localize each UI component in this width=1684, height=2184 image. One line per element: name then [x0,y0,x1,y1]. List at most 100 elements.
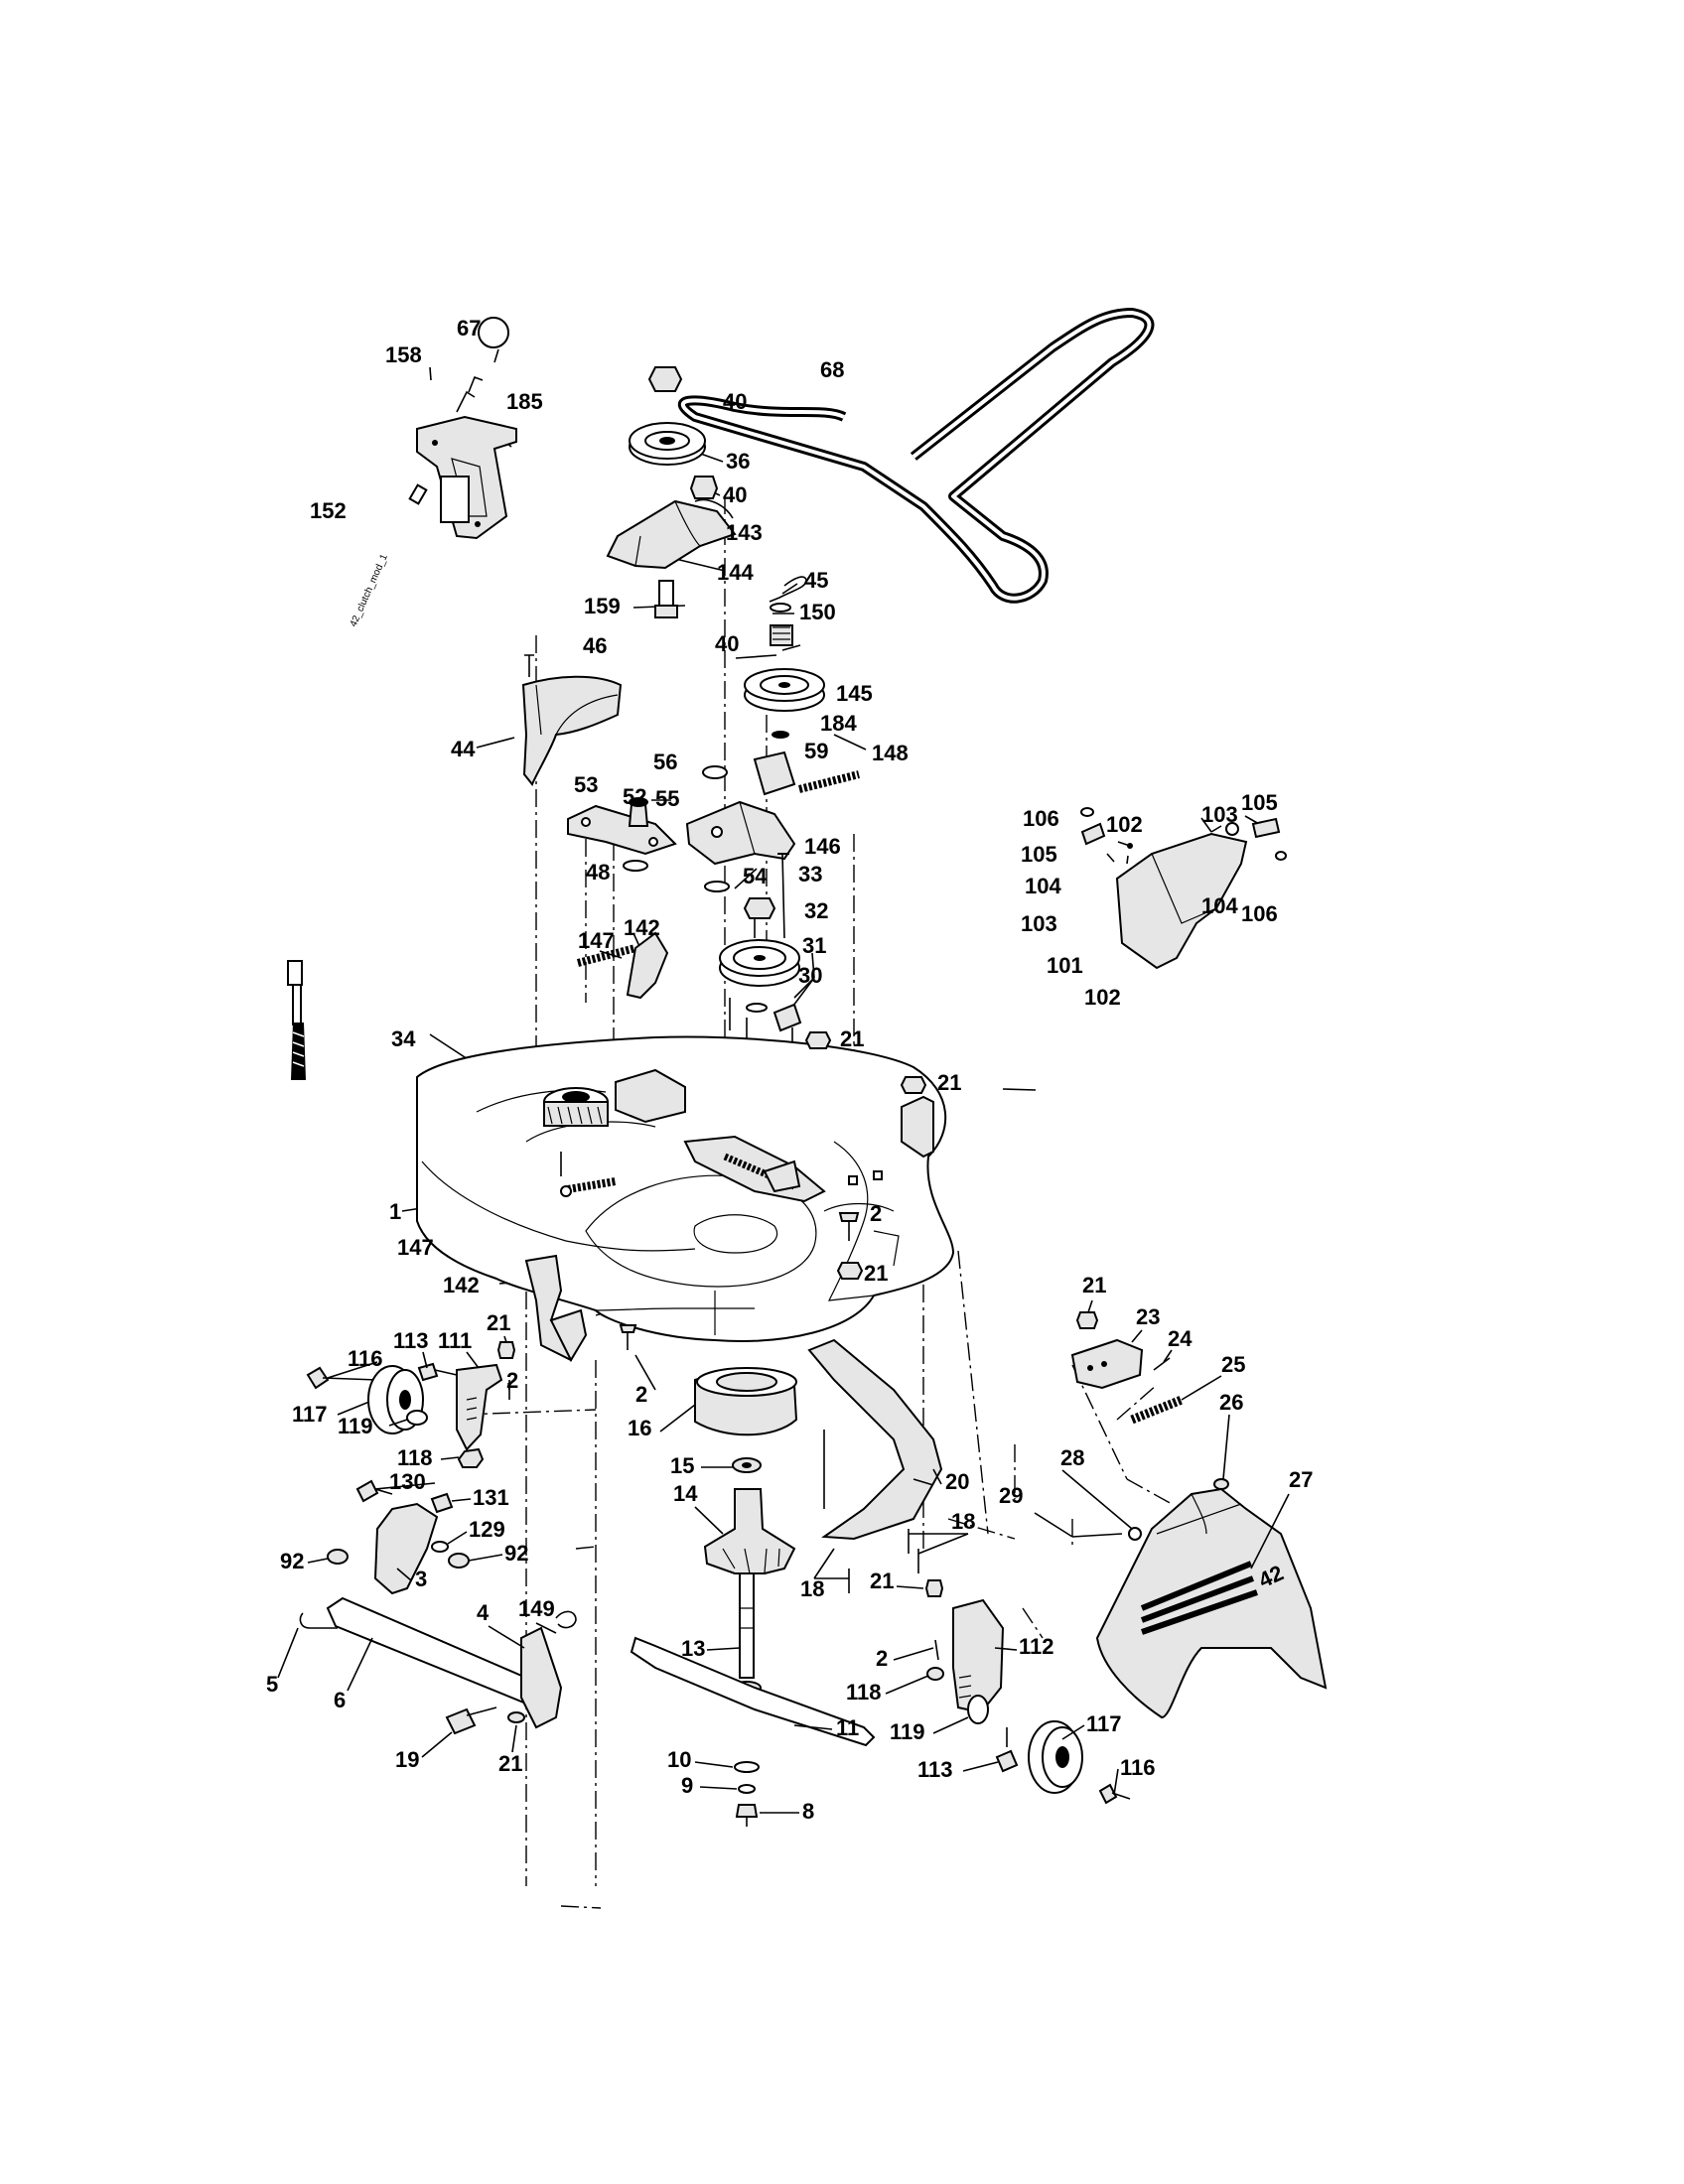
bolt-130 [355,1479,379,1503]
nut-118 [457,1447,485,1468]
bolt-2 [934,1639,939,1661]
nut-21 [924,1579,944,1597]
part-number-labels: 67 158 185 152 40 36 40 143 144 159 45 1… [266,316,1313,1824]
nut [647,366,683,392]
mower-deck [416,1003,955,1342]
label-24: 24 [1168,1326,1193,1351]
spindle-shaft-13 [739,1572,755,1679]
label-44: 44 [451,737,476,761]
label-18a: 18 [951,1509,975,1534]
nut-26 [1213,1478,1229,1490]
label-14: 14 [673,1481,698,1506]
label-55: 55 [655,786,679,811]
label-54: 54 [743,864,768,888]
label-152: 152 [310,498,347,523]
nut-92 [448,1553,470,1569]
idler-arm-bar [567,804,677,856]
label-21c: 21 [864,1261,888,1286]
label-106a: 106 [1023,806,1059,831]
center-idler-assembly [685,751,860,939]
bracket-3 [373,1502,439,1595]
label-119a: 119 [338,1414,373,1438]
gauge-wheel-left [306,1341,516,1468]
label-184: 184 [820,711,857,736]
label-11: 11 [836,1715,859,1740]
nut-118 [926,1667,944,1681]
bracket-59 [753,751,796,796]
idler-bracket-plate [685,800,796,866]
label-116b: 116 [1120,1755,1156,1780]
label-15: 15 [670,1453,694,1478]
label-52: 52 [623,784,646,809]
bolt-19 [445,1707,477,1735]
bracket-111 [456,1363,503,1451]
label-159: 159 [584,594,621,618]
label-23: 23 [1136,1304,1160,1329]
pin-105 [1251,817,1281,839]
idler-arm-assembly [567,797,677,1000]
idler-bracket [694,498,734,519]
spindle-assembly [630,1367,876,1827]
washer-119 [967,1695,989,1724]
rod-29 [1071,1533,1123,1538]
washer [623,860,648,872]
bracket-4 [520,1626,563,1729]
label-101: 101 [1047,953,1083,978]
bolt-146 [781,853,785,939]
pin-5 [299,1612,338,1629]
label-5: 5 [266,1672,278,1697]
label-147b: 147 [397,1235,434,1260]
label-28: 28 [1060,1445,1084,1470]
label-59: 59 [804,739,828,763]
label-53: 53 [574,772,598,797]
label-48: 48 [586,860,610,885]
label-10: 10 [667,1747,691,1772]
label-4: 4 [477,1600,490,1625]
nut-33 [743,897,776,919]
label-56: 56 [653,750,677,774]
label-21d: 21 [487,1310,510,1335]
label-8: 8 [802,1799,814,1824]
pin-24 [1153,1357,1171,1371]
label-129: 129 [469,1517,505,1542]
bolt-8 [735,1804,759,1818]
label-103b: 103 [1021,911,1057,936]
label-27: 27 [1289,1467,1313,1492]
label-26: 26 [1219,1390,1243,1415]
idler-pulley-group [606,366,737,618]
drive-belt [677,308,1155,604]
pin-105 [1080,822,1106,846]
label-131: 131 [473,1485,509,1510]
hairpin-clip [769,576,807,603]
label-21g: 21 [498,1751,522,1776]
label-118a: 118 [397,1445,433,1470]
label-102b: 102 [1084,985,1121,1010]
label-32: 32 [804,898,828,923]
bolt-116 [1098,1783,1118,1805]
washer-119 [406,1410,428,1426]
washer [772,731,789,739]
nut [770,624,793,646]
label-104b: 104 [1201,893,1238,918]
label-113a: 113 [393,1328,429,1353]
label-116a: 116 [348,1346,383,1371]
washer-106 [1080,807,1094,817]
label-1: 1 [389,1199,401,1224]
washer-28 [1128,1527,1142,1541]
spring-148 [798,770,860,793]
label-111: 111 [438,1328,472,1353]
label-34: 34 [391,1026,416,1051]
pulley-stack [744,576,825,739]
label-40b: 40 [723,482,747,507]
clutch-cable: 42_clutch_mod_1 [287,483,428,1080]
spring-25 [1130,1395,1184,1425]
bolt [524,654,534,677]
chute-27 [1095,1487,1328,1719]
label-21e: 21 [1082,1273,1106,1297]
label-142a: 142 [624,915,660,940]
label-2c: 2 [506,1368,518,1393]
bolt-113 [417,1362,439,1382]
label-130: 130 [389,1469,426,1494]
nut-21 [1075,1311,1099,1329]
